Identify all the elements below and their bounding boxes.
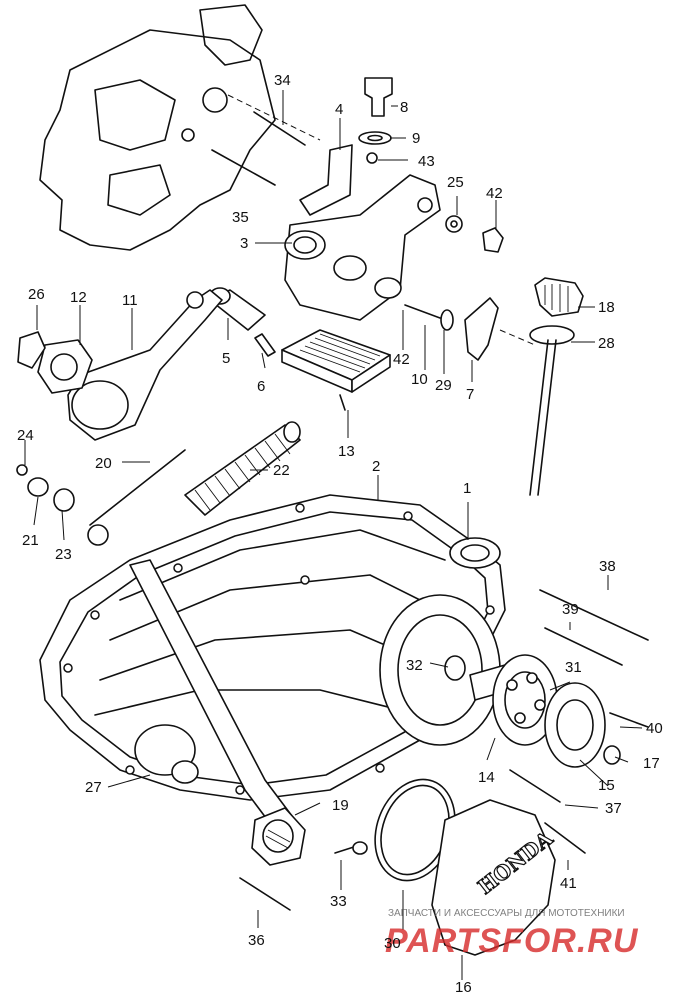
- part-label: 18: [598, 299, 615, 316]
- watermark-brand: PARTSFOR.RU: [385, 922, 639, 960]
- part-label: 21: [22, 532, 39, 549]
- part-label: 28: [598, 335, 615, 352]
- part-label: 5: [222, 350, 230, 367]
- part-label: 34: [274, 72, 291, 89]
- part-label: 8: [400, 99, 408, 116]
- part-label: 33: [330, 893, 347, 910]
- oil-strainer: [281, 329, 391, 411]
- part-label: 14: [478, 769, 495, 786]
- crankcase-cover: [39, 494, 506, 866]
- kick-shaft-and-spring: [16, 421, 301, 546]
- part-label: 20: [95, 455, 112, 472]
- stud-bolts: [211, 111, 306, 186]
- part-label: 7: [466, 386, 474, 403]
- part-label: 43: [418, 153, 435, 170]
- part-label: 17: [643, 755, 660, 772]
- part-label: 10: [411, 371, 428, 388]
- part-label: 32: [406, 657, 423, 674]
- part-number-labels: 1 2 3 4 5 6 7 8 9 10 11 12 13 14 15 16 1…: [17, 72, 663, 996]
- part-label: 39: [562, 601, 579, 618]
- leader-lines: [24, 90, 643, 980]
- part-label: 6: [257, 378, 265, 395]
- part-label: 11: [122, 292, 138, 309]
- cover-gasket-and-cap: HONDA: [239, 778, 558, 956]
- part-label: 13: [338, 443, 355, 460]
- part-label: 29: [435, 377, 452, 394]
- oil-filter-rotor: [444, 589, 649, 854]
- part-label: 27: [85, 779, 102, 796]
- part-label: 24: [17, 427, 34, 444]
- oil-pump-assembly: [284, 77, 441, 321]
- part-label: 2: [372, 458, 380, 475]
- part-label: 22: [273, 462, 290, 479]
- engine-block-outline: [39, 4, 321, 251]
- part-label: 23: [55, 546, 72, 563]
- watermark: ЗАПЧАСТИ И АКСЕССУАРЫ ДЛЯ МОТОТЕХНИКИ PA…: [385, 908, 639, 960]
- kick-starter-lever: [17, 289, 223, 441]
- part-label: 19: [332, 797, 349, 814]
- part-label: 41: [560, 875, 577, 892]
- part-label: 38: [599, 558, 616, 575]
- part-label: 12: [70, 289, 87, 306]
- part-label: 42: [486, 185, 503, 202]
- part-label: 1: [463, 480, 471, 497]
- part-label: 16: [455, 979, 472, 996]
- part-label: 26: [28, 286, 45, 303]
- part-label: 25: [447, 174, 464, 191]
- part-label: 15: [598, 777, 615, 794]
- part-label: 4: [335, 101, 343, 118]
- oil-filler-cap: [499, 277, 584, 496]
- part-label: 40: [646, 720, 663, 737]
- part-label: 36: [248, 932, 265, 949]
- part-label: 42: [393, 351, 410, 368]
- small-fittings: [209, 215, 504, 361]
- part-label: 9: [412, 130, 420, 147]
- watermark-caption: ЗАПЧАСТИ И АКСЕССУАРЫ ДЛЯ МОТОТЕХНИКИ: [388, 908, 625, 919]
- part-label: 3: [240, 235, 248, 252]
- part-label: 35: [232, 209, 249, 226]
- part-label: 30: [384, 935, 401, 952]
- part-label: 31: [565, 659, 582, 676]
- part-label: 37: [605, 800, 622, 817]
